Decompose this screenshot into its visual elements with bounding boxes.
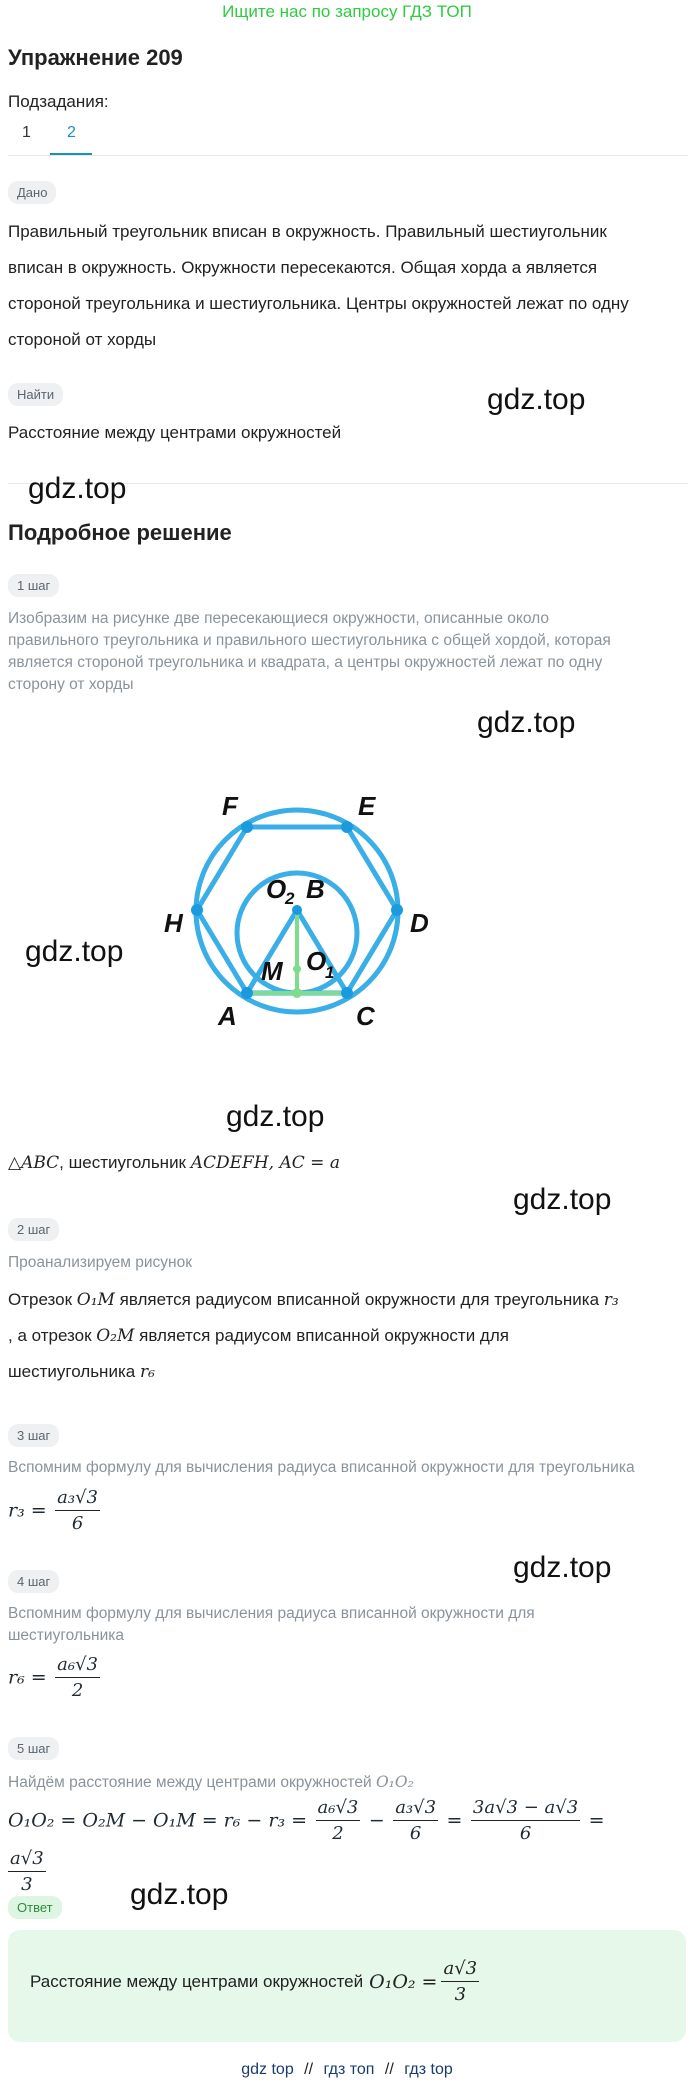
label-d: D (410, 908, 429, 938)
point-d (391, 904, 403, 916)
given-line: вписан в окружность. Окружности пересека… (8, 258, 598, 277)
footer-links: gdz top // гдз топ // гдз top (0, 2061, 694, 2079)
given-line: стороной треугольника и шестиугольника. … (8, 294, 629, 313)
point-m (292, 988, 302, 998)
point-b (292, 905, 302, 915)
step-1-line: сторону от хорды (8, 676, 134, 693)
label-h: H (164, 908, 184, 938)
watermark: gdz.top (130, 1878, 229, 1911)
answer-pill: Ответ (8, 1896, 62, 1919)
analysis-line-2: , а отрезок O₂M является радиусом вписан… (8, 1326, 509, 1346)
step-pill: 1 шаг (8, 574, 60, 597)
analysis-text: Отрезок O₁M является радиусом вписанной … (8, 1282, 688, 1390)
search-banner[interactable]: Ищите нас по запросу ГДЗ ТОП (222, 2, 472, 21)
watermark: gdz.top (477, 706, 576, 739)
caption-math: ACDEFH, AC = a (190, 1153, 340, 1173)
geometry-figure: F E H D A C B O 2 O 1 M (164, 791, 429, 1031)
point-a (241, 987, 253, 999)
answer-lhs: O₁O₂ = (369, 1970, 438, 1993)
answer-box: Расстояние между центрами окружностей O₁… (8, 1930, 686, 2042)
footer-separator: // (384, 2061, 394, 2078)
label-a: A (217, 1001, 237, 1031)
point-c (341, 987, 353, 999)
point-e (341, 821, 353, 833)
footer-link-gdz-top[interactable]: gdz top (241, 2061, 294, 2078)
tab-subtask-2[interactable]: 2 (67, 124, 76, 141)
step-1-line: правильного треугольника и правильного ш… (8, 632, 611, 649)
footer-link-gdz-top-mixed[interactable]: гдз top (404, 2061, 453, 2078)
divider (8, 155, 688, 156)
label-f: F (222, 791, 239, 821)
watermark: gdz.top (28, 472, 127, 505)
subtasks-label: Подзадания: (8, 92, 109, 111)
step-1-line: Изобразим на рисунке две пересекающиеся … (8, 610, 549, 627)
active-tab-indicator (50, 153, 92, 155)
step-3-text: Вспомним формулу для вычисления радиуса … (8, 1459, 635, 1476)
step-2-text: Проанализируем рисунок (8, 1254, 192, 1271)
label-c: C (356, 1001, 376, 1031)
step-pill: 4 шаг (8, 1570, 60, 1593)
tab-subtask-1[interactable]: 1 (22, 124, 31, 141)
caption-mid: , шестиугольник (59, 1153, 191, 1172)
figure-caption: △ABC, шестиугольник ACDEFH, AC = a (8, 1148, 688, 1178)
point-o1 (293, 965, 301, 973)
step-pill: 5 шаг (8, 1737, 60, 1760)
divider (8, 483, 688, 484)
analysis-line-3: шестиугольника r₆ (8, 1362, 155, 1382)
label-o1: O (306, 946, 326, 976)
analysis-line-1: Отрезок O₁M является радиусом вписанной … (8, 1290, 619, 1310)
label-e: E (358, 791, 376, 821)
step-5-text: Найдём расстояние между центрами окружно… (8, 1773, 414, 1791)
solution-title: Подробное решение (8, 520, 232, 545)
page-title: Упражнение 209 (8, 45, 183, 70)
label-b: B (306, 874, 325, 904)
given-line: Правильный треугольник вписан в окружнос… (8, 222, 607, 241)
watermark: gdz.top (513, 1183, 612, 1216)
watermark: gdz.top (25, 935, 124, 968)
answer-text: Расстояние между центрами окружностей (30, 1971, 364, 1991)
find-pill: Найти (8, 383, 64, 406)
step-pill: 3 шаг (8, 1424, 60, 1447)
label-o1-sub: 1 (325, 963, 334, 982)
given-text: Правильный треугольник вписан в окружнос… (8, 214, 688, 358)
step-pill: 2 шаг (8, 1218, 60, 1241)
watermark: gdz.top (487, 383, 586, 416)
label-o2: O (266, 874, 286, 904)
step-1-text: Изобразим на рисунке две пересекающиеся … (8, 608, 688, 696)
label-m: M (261, 956, 284, 986)
given-line: стороной от хорды (8, 330, 157, 349)
footer-separator: // (304, 2061, 314, 2078)
watermark: gdz.top (226, 1100, 325, 1133)
find-text: Расстояние между центрами окружностей (8, 423, 342, 442)
watermark: gdz.top (513, 1551, 612, 1584)
step-4-text: Вспомним формулу для вычисления радиуса … (8, 1605, 535, 1644)
given-pill: Дано (8, 181, 57, 204)
footer-link-gdz-top-ru[interactable]: гдз топ (323, 2061, 375, 2078)
answer-content: Расстояние между центрами окружностей O₁… (30, 1958, 480, 2005)
caption-triangle: △ABC (8, 1153, 60, 1173)
step-1-line: является стороной треугольника и квадрат… (8, 654, 603, 671)
point-f (241, 821, 253, 833)
point-h (191, 904, 203, 916)
label-o2-sub: 2 (284, 889, 295, 908)
